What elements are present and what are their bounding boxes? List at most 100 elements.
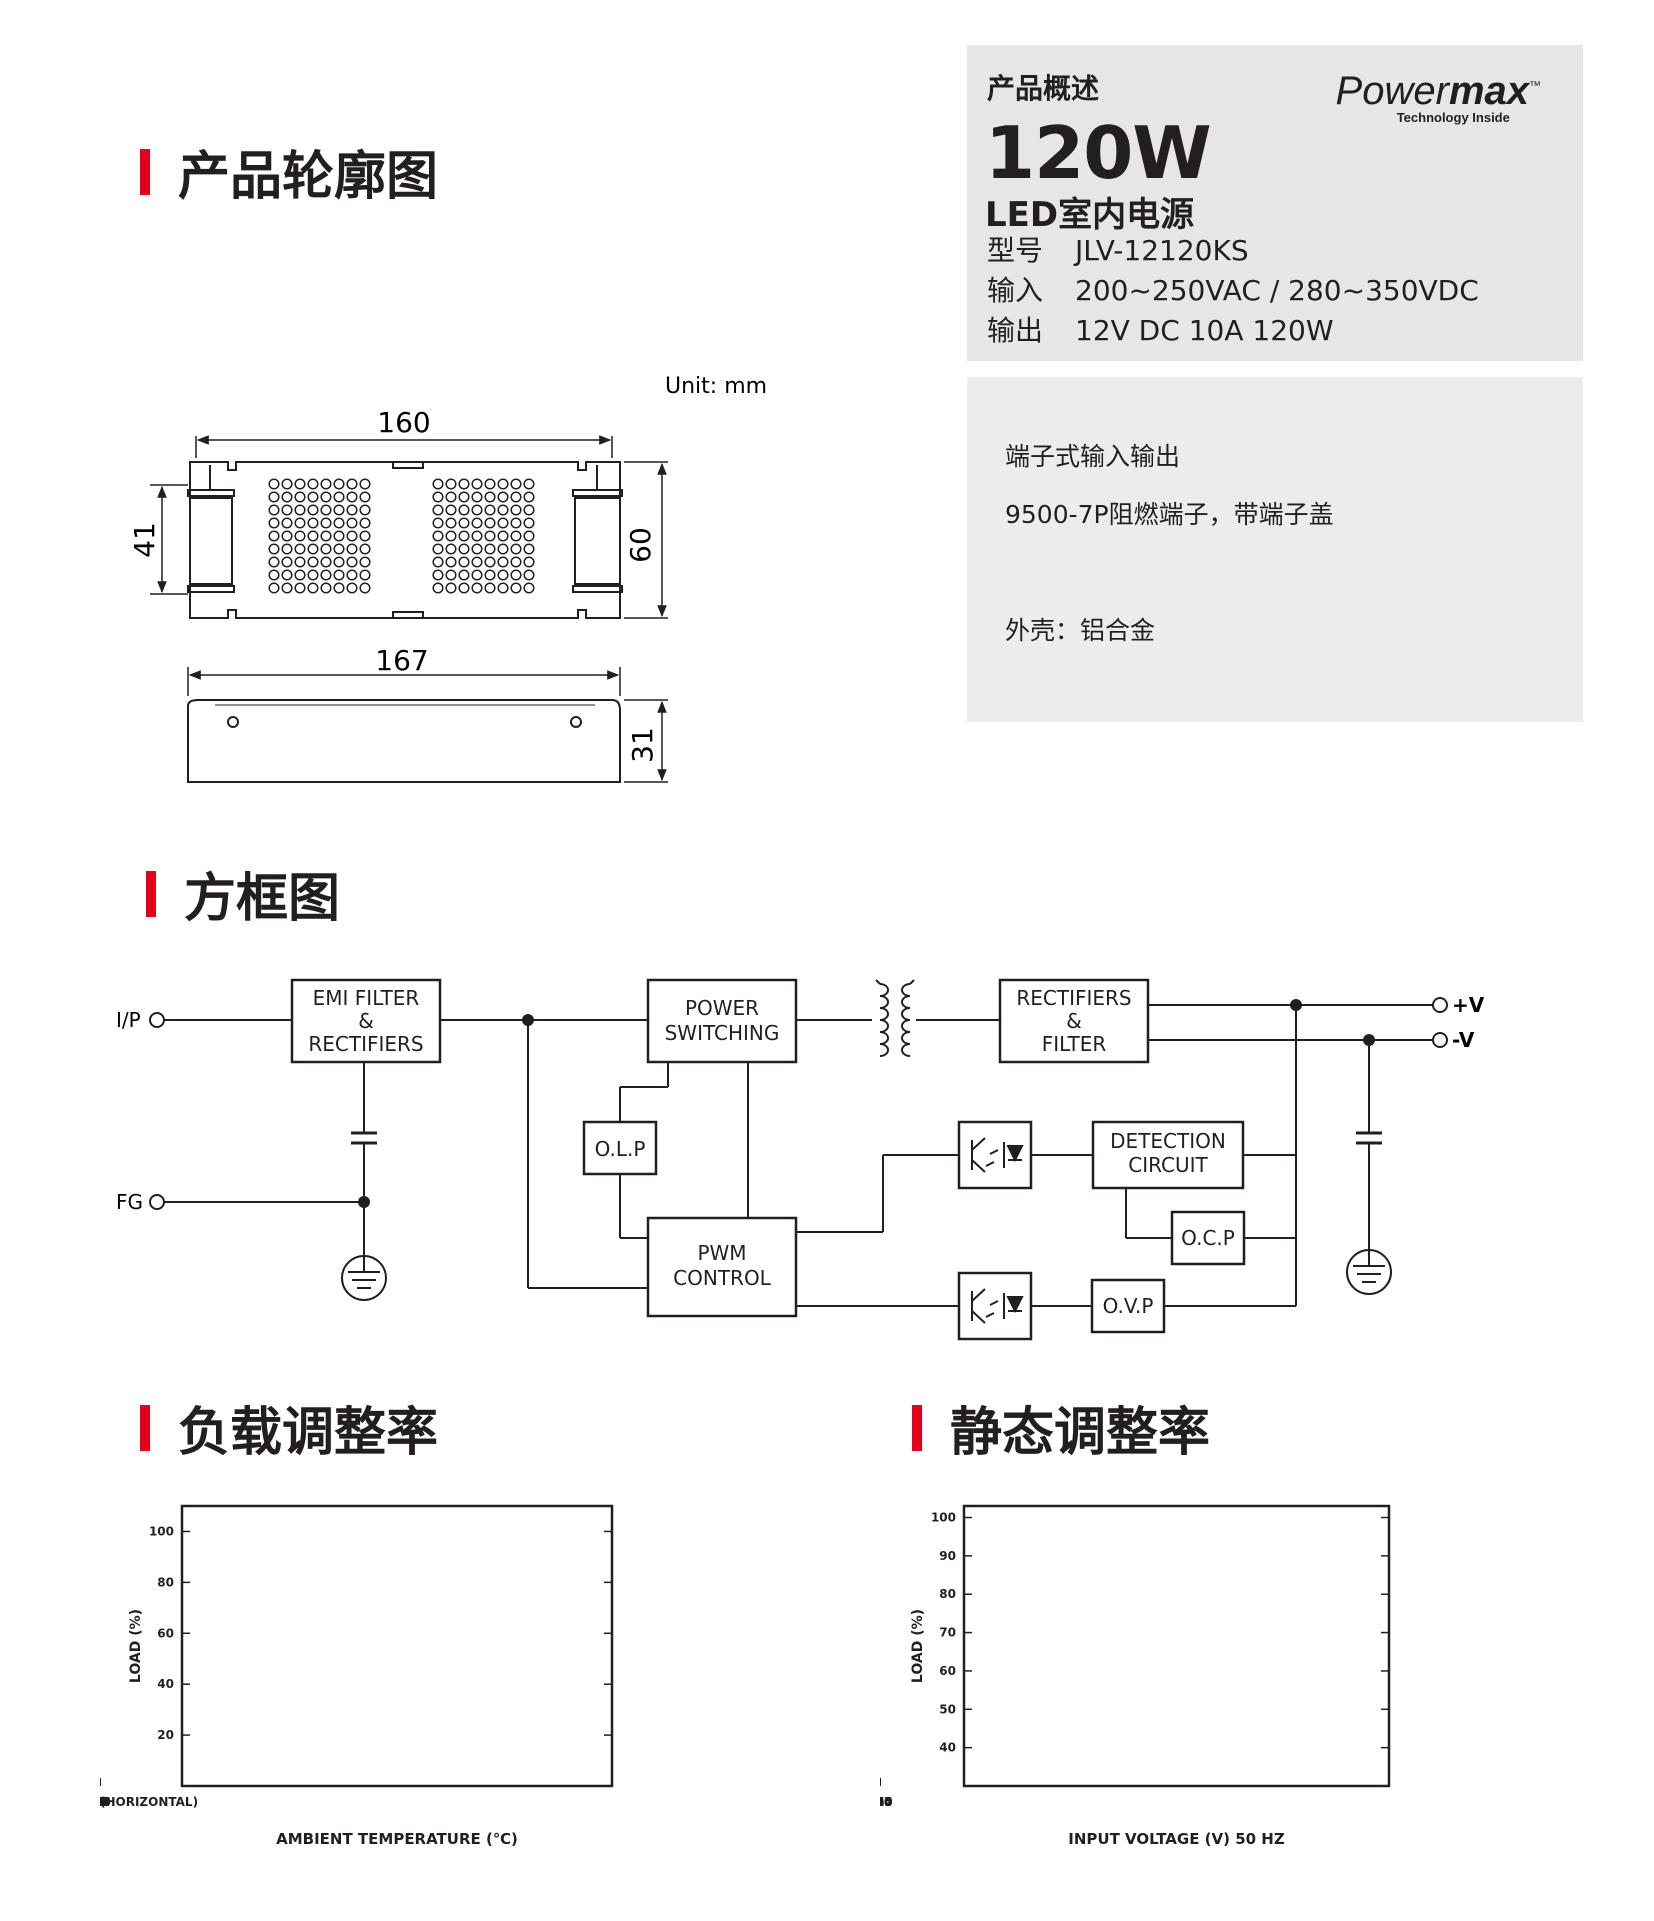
y-tick-label: 80 bbox=[157, 1575, 174, 1589]
section-title-text: 产品轮廓图 bbox=[178, 147, 439, 207]
y-tick-label: 80 bbox=[939, 1587, 956, 1601]
x-tick-label: 220 bbox=[880, 1795, 893, 1809]
section-title-outline: 产品轮廓图 bbox=[140, 134, 438, 209]
vent-hole bbox=[281, 569, 293, 581]
vent-hole bbox=[307, 491, 319, 503]
vent-hole bbox=[510, 517, 522, 529]
vent-hole bbox=[307, 569, 319, 581]
vent-hole bbox=[281, 478, 293, 490]
y-tick-label: 100 bbox=[931, 1511, 956, 1525]
vent-hole bbox=[510, 478, 522, 490]
vent-hole bbox=[359, 517, 371, 529]
y-tick-label: 60 bbox=[939, 1664, 956, 1678]
spec-label: 型号 bbox=[987, 234, 1044, 267]
vent-hole bbox=[320, 582, 332, 594]
y-tick-label: 50 bbox=[939, 1702, 956, 1716]
emi-label-2: & bbox=[358, 1009, 374, 1033]
vent-hole bbox=[268, 504, 280, 516]
x-tick-label: 0 bbox=[100, 1795, 104, 1809]
vent-hole bbox=[432, 582, 444, 594]
vent-hole bbox=[346, 504, 358, 516]
x-tick-label: 240 bbox=[880, 1795, 893, 1809]
product-power: 120W bbox=[985, 111, 1212, 195]
vent-hole bbox=[294, 530, 306, 542]
vent-hole bbox=[523, 556, 535, 568]
x-tick-label: 30 bbox=[100, 1795, 108, 1809]
power-sw-label-1: POWER bbox=[685, 996, 759, 1020]
vent-hole bbox=[294, 517, 306, 529]
plus-v-terminal-icon bbox=[1432, 997, 1448, 1013]
vent-hole bbox=[320, 569, 332, 581]
vent-hole bbox=[523, 517, 535, 529]
vent-hole bbox=[445, 530, 457, 542]
rect-filter-label-1: RECTIFIERS bbox=[1016, 986, 1131, 1010]
vent-hole bbox=[320, 478, 332, 490]
vent-hole bbox=[346, 530, 358, 542]
section-title-block-diagram: 方框图 bbox=[146, 856, 340, 931]
vent-hole bbox=[497, 543, 509, 555]
vent-holes-left bbox=[268, 478, 371, 594]
optocoupler-bottom-box bbox=[957, 1271, 1033, 1341]
spec-value: 200~250VAC / 280~350VDC bbox=[1075, 274, 1479, 307]
x-tick-label: 264 bbox=[880, 1795, 893, 1809]
vent-hole bbox=[432, 543, 444, 555]
ground-icon bbox=[341, 1255, 387, 1301]
vent-hole bbox=[471, 582, 483, 594]
x-tick-label: 235 bbox=[880, 1795, 893, 1809]
vent-hole bbox=[497, 556, 509, 568]
vent-hole bbox=[346, 569, 358, 581]
optocoupler-icon bbox=[971, 1288, 1024, 1324]
brand-name-light: Power bbox=[1335, 69, 1449, 113]
x-tick-label: -25 bbox=[100, 1795, 111, 1809]
section-title-text: 方框图 bbox=[184, 869, 341, 929]
block-diagram: EMI FILTER & RECTIFIERS POWER SWITCHING … bbox=[116, 978, 1485, 1341]
vent-hole bbox=[445, 504, 457, 516]
vent-hole bbox=[523, 504, 535, 516]
vent-hole bbox=[268, 517, 280, 529]
vent-hole bbox=[320, 556, 332, 568]
vent-hole bbox=[346, 517, 358, 529]
vent-hole bbox=[471, 543, 483, 555]
vent-hole bbox=[458, 478, 470, 490]
vent-hole bbox=[432, 491, 444, 503]
vent-hole bbox=[510, 569, 522, 581]
emi-label-3: RECTIFIERS bbox=[308, 1032, 423, 1056]
vent-hole bbox=[320, 517, 332, 529]
vent-hole bbox=[484, 517, 496, 529]
vent-hole bbox=[432, 556, 444, 568]
vent-hole bbox=[523, 478, 535, 490]
vent-hole bbox=[445, 478, 457, 490]
top-view bbox=[187, 461, 623, 619]
vent-hole bbox=[268, 582, 280, 594]
side-view bbox=[187, 699, 621, 783]
vent-hole bbox=[484, 504, 496, 516]
vent-hole bbox=[484, 543, 496, 555]
vent-hole bbox=[281, 530, 293, 542]
vent-hole bbox=[333, 556, 345, 568]
spec-label: 输出 bbox=[987, 314, 1044, 347]
spec-label: 输入 bbox=[987, 274, 1044, 307]
x-tick-label: 15 bbox=[100, 1795, 108, 1809]
x-tick-label: 245 bbox=[880, 1795, 893, 1809]
ovp-label: O.V.P bbox=[1103, 1294, 1154, 1318]
spec-row: 输入 200~250VAC / 280~350VDC bbox=[987, 271, 1479, 311]
x-axis-label: INPUT VOLTAGE (V) 50 HZ bbox=[1068, 1830, 1285, 1848]
pwm-label-1: PWM bbox=[697, 1241, 746, 1265]
x-tick-label: 60 bbox=[100, 1795, 108, 1809]
optocoupler-top-box bbox=[957, 1120, 1033, 1190]
fg-terminal-icon bbox=[149, 1194, 165, 1210]
y-tick-label: 60 bbox=[157, 1626, 174, 1640]
vent-hole bbox=[445, 582, 457, 594]
vent-hole bbox=[281, 504, 293, 516]
plot-frame bbox=[962, 1504, 1391, 1788]
vent-hole bbox=[497, 504, 509, 516]
x-extra-label: (HORIZONTAL) bbox=[100, 1795, 198, 1809]
y-axis-label: LOAD (%) bbox=[910, 1609, 926, 1683]
vent-hole bbox=[346, 582, 358, 594]
vent-hole bbox=[445, 491, 457, 503]
vent-hole bbox=[307, 478, 319, 490]
unit-label: Unit: mm bbox=[665, 374, 767, 399]
vent-hole bbox=[346, 556, 358, 568]
